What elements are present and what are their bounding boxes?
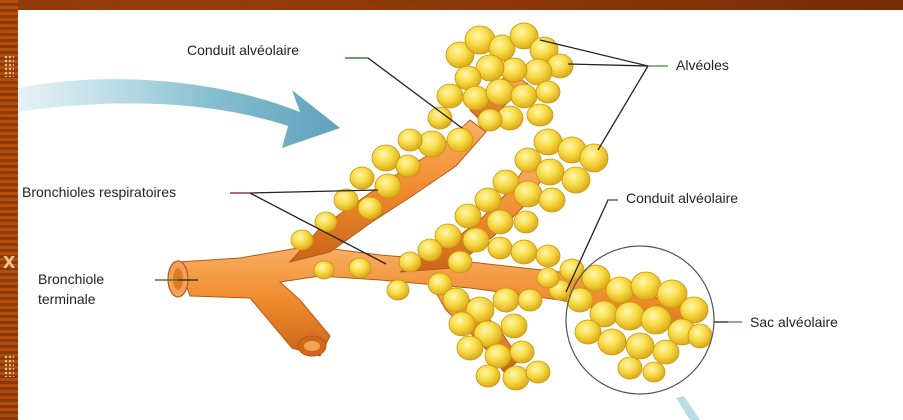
label-bronchioles-respiratoires: Bronchioles respiratoires (22, 183, 176, 201)
bronchiole-branch-lumen (304, 341, 320, 351)
label-alveoles: Alvéoles (676, 56, 729, 74)
label-sac-alveolaire: Sac alvéolaire (750, 313, 838, 331)
label-conduit-alveolaire-top: Conduit alvéolaire (187, 41, 299, 59)
label-conduit-alveolaire-mid: Conduit alvéolaire (626, 189, 738, 207)
airflow-arrow (18, 79, 340, 148)
label-terminale: terminale (38, 290, 96, 308)
label-bronchiole: Bronchiole (38, 270, 104, 288)
bronchiole-lumen (173, 268, 183, 290)
arrow-tail-fragment (676, 396, 700, 420)
